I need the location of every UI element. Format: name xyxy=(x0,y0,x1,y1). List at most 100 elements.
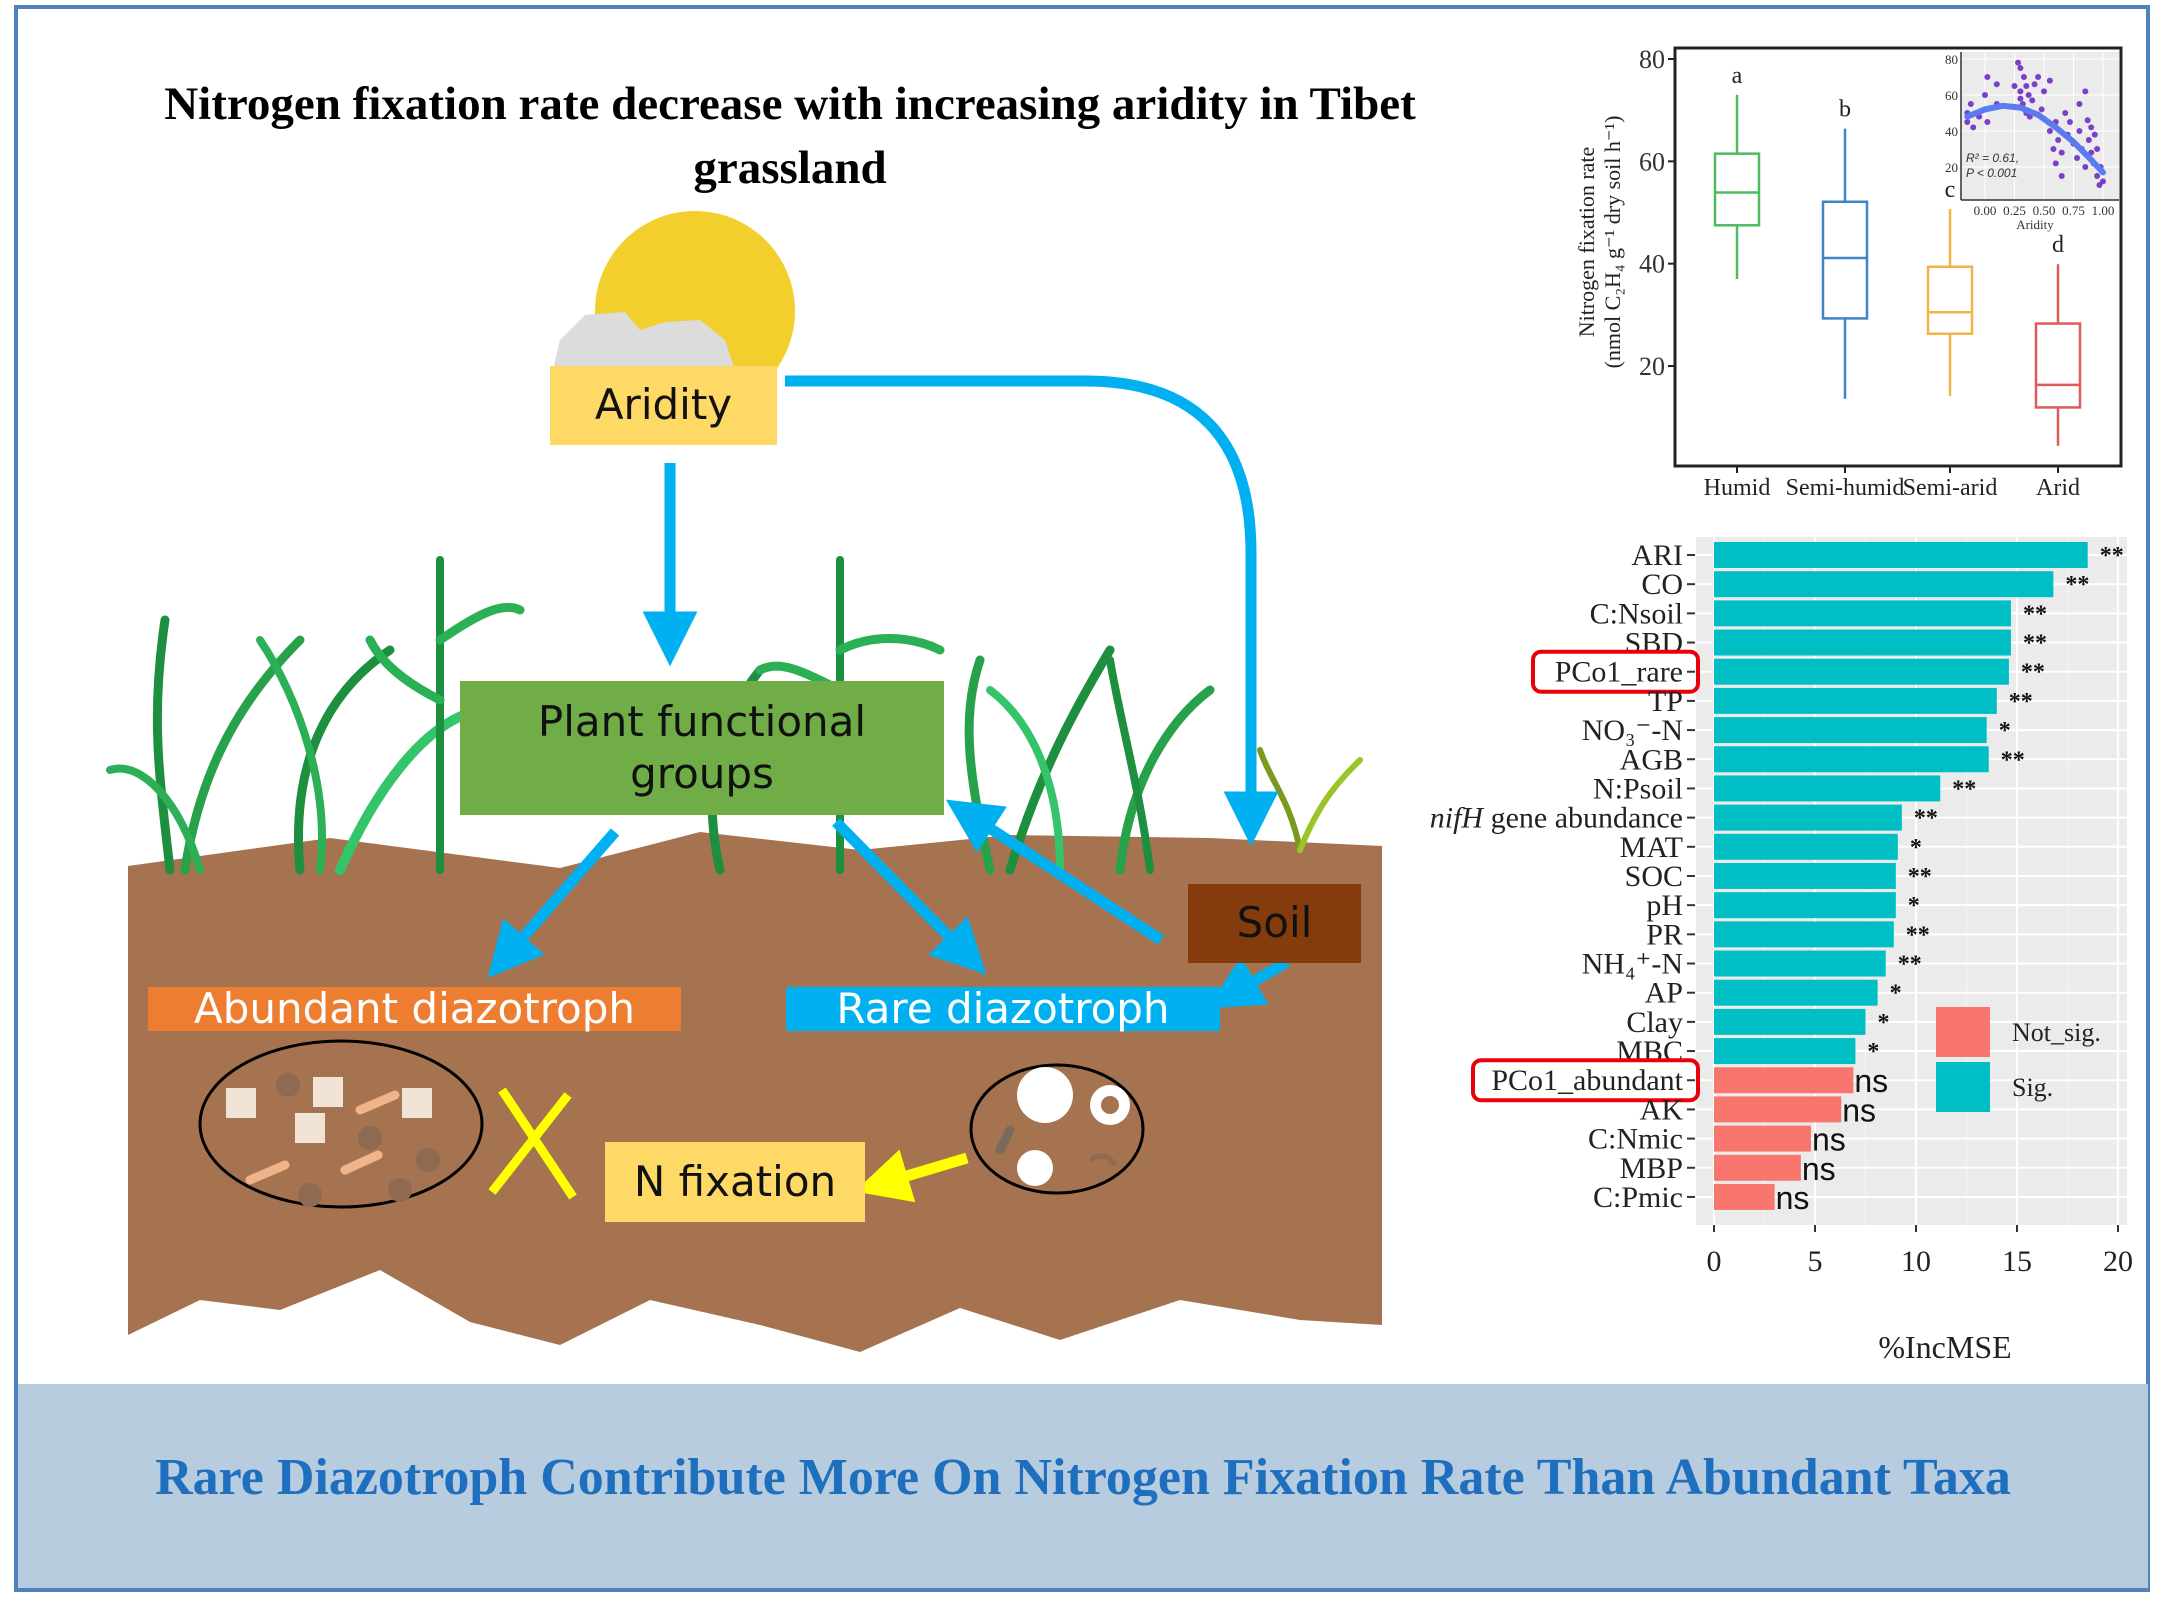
cross-mark-icon xyxy=(488,1087,577,1200)
y-tick-label: nifH gene abundance xyxy=(1430,802,1683,835)
x-tick-label: 10 xyxy=(1901,1245,1931,1278)
significance-mark: * xyxy=(1867,1039,1879,1065)
y-tick-label: TP xyxy=(1648,685,1683,718)
y-tick-label-text: NO₃⁻-N xyxy=(1582,714,1683,747)
figure-title: Nitrogen fixation rate decrease with inc… xyxy=(164,78,1416,194)
y-tick-label-text: C:Nsoil xyxy=(1590,597,1683,630)
inset-data-point xyxy=(2076,101,2083,107)
significance-mark: ** xyxy=(1906,922,1930,948)
bar-14 xyxy=(1714,950,1886,977)
y-tick-label: MAT xyxy=(1620,831,1683,864)
y-tick-label-italic: nifH xyxy=(1430,802,1491,835)
x-tick-label: 5 xyxy=(1808,1245,1823,1278)
bar-17 xyxy=(1714,1038,1856,1065)
inset-data-point xyxy=(2020,74,2027,80)
significance-mark: ** xyxy=(2065,572,2089,598)
y-tick-label-text: ARI xyxy=(1631,539,1683,572)
y-tick-label-text: NH₄⁺-N xyxy=(1582,948,1683,981)
bar-2 xyxy=(1714,600,2011,627)
inset-y-tick-label: 80 xyxy=(1945,52,1958,67)
inset-fit-curve xyxy=(1964,102,2106,176)
y-tick-label: pH xyxy=(1646,889,1683,922)
n-fixation-box: N fixation xyxy=(605,1142,865,1222)
y-tick-label: AGB xyxy=(1620,743,1683,776)
significance-letter: c xyxy=(1945,177,1956,203)
inset-data-point xyxy=(2031,81,2038,88)
inset-data-point xyxy=(2088,124,2095,131)
inset-data-point xyxy=(2055,137,2062,143)
significance-mark: ns xyxy=(1802,1151,1836,1187)
significance-mark: ** xyxy=(1908,864,1932,890)
significance-mark: ns xyxy=(1842,1092,1876,1128)
significance-letter: d xyxy=(2052,232,2064,258)
bar-15 xyxy=(1714,979,1878,1006)
significance-mark: * xyxy=(1878,1010,1890,1036)
y-tick-label-text: SBD xyxy=(1625,627,1683,660)
inset-data-point xyxy=(2094,146,2101,152)
significance-mark: ** xyxy=(2021,660,2045,686)
bar-12 xyxy=(1714,892,1896,919)
bar-9 xyxy=(1714,804,1902,831)
y-tick-label: NO₃⁻-N xyxy=(1582,714,1683,747)
inset-x-axis-label: Aridity xyxy=(2016,217,2054,232)
inset-data-point xyxy=(2084,117,2091,124)
arrow-plants-to-rare xyxy=(832,818,987,975)
x-tick-label: 15 xyxy=(2002,1245,2032,1278)
arrow-aridity-to-soil xyxy=(785,375,1279,847)
y-tick-label-text: Clay xyxy=(1626,1006,1683,1039)
legend-label: Sig. xyxy=(2012,1073,2053,1102)
inset-y-tick-label: 60 xyxy=(1945,88,1958,103)
inset-data-point xyxy=(2017,88,2024,95)
rare-diazotroph-label: Rare diazotroph xyxy=(786,984,1220,1033)
y-tick-label: Clay xyxy=(1626,1006,1683,1039)
inset-x-tick-label: 0.50 xyxy=(2033,203,2056,218)
box-arid xyxy=(2034,322,2082,409)
inset-data-point xyxy=(2035,74,2042,80)
bar-6 xyxy=(1714,717,1987,744)
conclusion-text: Rare Diazotroph Contribute More On Nitro… xyxy=(155,1449,2011,1506)
significance-mark: ** xyxy=(2023,601,2047,627)
significance-mark: ** xyxy=(1898,952,1922,978)
rare-microbes xyxy=(995,1067,1130,1186)
inset-data-point xyxy=(2041,88,2047,95)
significance-mark: ** xyxy=(1952,776,1976,802)
y-tick-label: MBC xyxy=(1616,1035,1683,1068)
y-tick-label-text: N:Psoil xyxy=(1593,772,1683,805)
inset-data-point xyxy=(2058,149,2065,156)
inset-data-point xyxy=(1984,74,1991,80)
y-tick-label-text: C:Pmic xyxy=(1593,1181,1683,1214)
inset-data-point xyxy=(1967,101,1974,107)
conclusion-banner: Rare Diazotroph Contribute More On Nitro… xyxy=(18,1384,2148,1588)
significance-mark: * xyxy=(1910,835,1922,861)
abundant-community-ellipse xyxy=(198,1039,484,1209)
inset-r2: R² = 0.61, xyxy=(1966,151,2019,165)
bar-4 xyxy=(1714,658,2009,685)
y-tick-label: 20 xyxy=(1639,352,1665,381)
arrow-rare-to-nfixation xyxy=(854,1149,969,1203)
inset-data-point xyxy=(2082,88,2089,95)
x-tick-label: 0 xyxy=(1707,1245,1722,1278)
bar-21 xyxy=(1714,1154,1801,1181)
significance-mark: ** xyxy=(2100,543,2124,569)
inset-p-value: P < 0.001 xyxy=(1966,166,2017,180)
x-tick-label: Humid xyxy=(1704,475,1771,501)
y-tick-label: 60 xyxy=(1639,147,1665,176)
y-tick-label: AK xyxy=(1640,1093,1684,1126)
bar-19 xyxy=(1714,1096,1842,1123)
y-tick-label-text: C:Nmic xyxy=(1588,1123,1683,1156)
box-humid xyxy=(1713,152,1761,227)
y-tick-label: SOC xyxy=(1625,860,1683,893)
causal-arrows xyxy=(487,375,1290,1009)
y-tick-label: NH₄⁺-N xyxy=(1582,948,1683,981)
soil-ground xyxy=(128,832,1382,1352)
y-tick-label: MBP xyxy=(1620,1152,1683,1185)
y-tick-label: AP xyxy=(1645,977,1683,1010)
legend-label: Not_sig. xyxy=(2012,1018,2101,1047)
significance-mark: ns xyxy=(1854,1063,1888,1099)
inset-x-tick-label: 0.75 xyxy=(2062,203,2085,218)
significance-letter: b xyxy=(1839,97,1851,123)
significance-mark: ** xyxy=(2001,747,2025,773)
y-tick-label-text: SOC xyxy=(1625,860,1683,893)
